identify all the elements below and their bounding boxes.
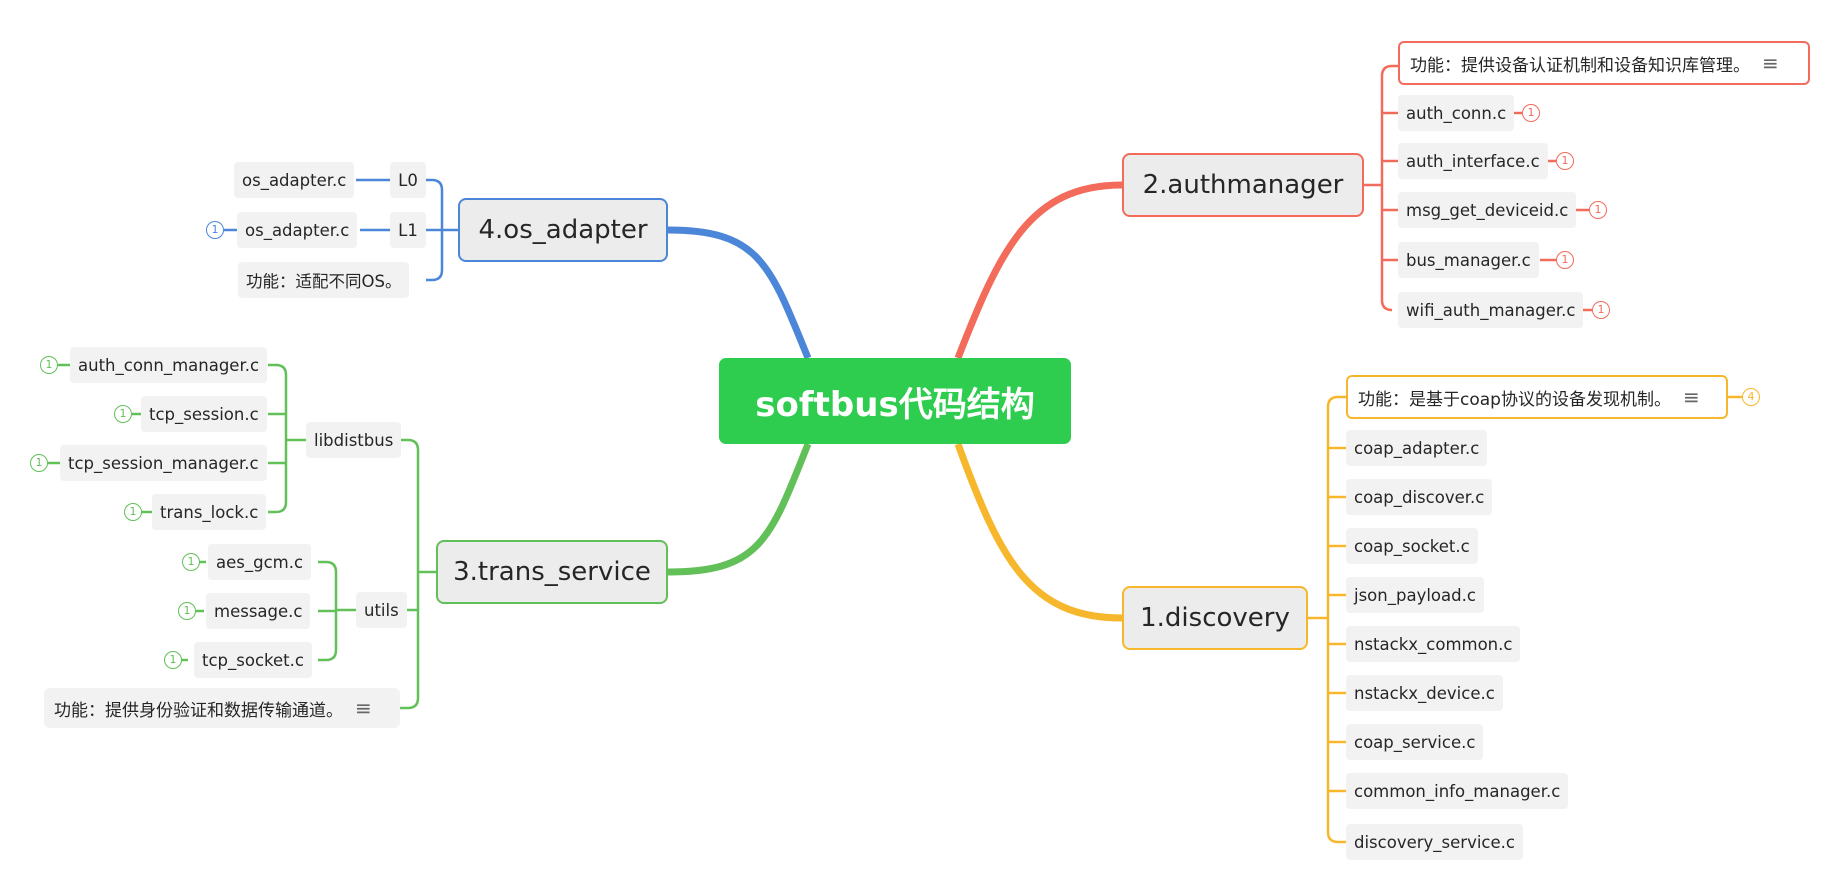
count-badge[interactable]: 1 (1556, 251, 1574, 269)
discovery-file[interactable]: nstackx_device.c (1346, 675, 1503, 711)
group-utils[interactable]: utils (356, 592, 407, 628)
branch-authmanager (954, 181, 1123, 360)
branch-discovery (954, 442, 1123, 622)
topic-trans-service[interactable]: 3.trans_service (436, 540, 668, 604)
note-menu-icon[interactable]: ≡ (355, 696, 372, 720)
os-adapter-file[interactable]: os_adapter.c (237, 212, 358, 248)
authmanager-file[interactable]: auth_interface.c (1398, 143, 1548, 179)
count-badge[interactable]: 1 (182, 553, 200, 571)
count-badge[interactable]: 1 (1556, 152, 1574, 170)
count-badge[interactable]: 1 (1592, 301, 1610, 319)
authmanager-file[interactable]: wifi_auth_manager.c (1398, 292, 1584, 328)
discovery-file[interactable]: coap_service.c (1346, 724, 1484, 760)
topic-os-adapter[interactable]: 4.os_adapter (458, 198, 668, 262)
topic-discovery[interactable]: 1.discovery (1122, 586, 1308, 650)
discovery-file[interactable]: nstackx_common.c (1346, 626, 1521, 662)
utils-file[interactable]: message.c (206, 593, 311, 629)
count-badge[interactable]: 1 (124, 503, 142, 521)
count-badge[interactable]: 4 (1742, 388, 1760, 406)
note-menu-icon[interactable]: ≡ (1762, 51, 1779, 75)
discovery-file[interactable]: coap_discover.c (1346, 479, 1493, 515)
os-adapter-file[interactable]: os_adapter.c (234, 162, 355, 198)
libdistbus-file[interactable]: tcp_session_manager.c (60, 445, 267, 481)
count-badge[interactable]: 1 (40, 356, 58, 374)
note-menu-icon[interactable]: ≡ (1682, 385, 1700, 409)
os-adapter-connectors (224, 178, 458, 282)
discovery-note[interactable]: 功能：是基于coap协议的设备发现机制。 ≡ (1346, 375, 1728, 419)
authmanager-file[interactable]: auth_conn.c (1398, 95, 1515, 131)
topic-authmanager[interactable]: 2.authmanager (1122, 153, 1364, 217)
group-libdistbus[interactable]: libdistbus (306, 422, 402, 458)
trans-service-note-text: 功能：提供身份验证和数据传输通道。 (54, 700, 343, 721)
count-badge[interactable]: 1 (178, 602, 196, 620)
libdistbus-file[interactable]: auth_conn_manager.c (70, 347, 268, 383)
os-level-label[interactable]: L1 (390, 212, 426, 248)
utils-file[interactable]: tcp_socket.c (194, 642, 312, 678)
trans-service-note[interactable]: 功能：提供身份验证和数据传输通道。 ≡ (44, 688, 400, 728)
authmanager-file[interactable]: bus_manager.c (1398, 242, 1539, 278)
discovery-file[interactable]: discovery_service.c (1346, 824, 1523, 860)
utils-file[interactable]: aes_gcm.c (208, 544, 312, 580)
discovery-connectors (1308, 395, 1742, 844)
authmanager-note[interactable]: 功能：提供设备认证机制和设备知识库管理。 ≡ (1398, 41, 1810, 85)
branch-os-adapter (667, 226, 812, 360)
discovery-file[interactable]: coap_adapter.c (1346, 430, 1488, 466)
root-topic[interactable]: softbus代码结构 (719, 358, 1071, 444)
authmanager-file[interactable]: msg_get_deviceid.c (1398, 192, 1577, 228)
os-level-label[interactable]: L0 (390, 162, 426, 198)
count-badge[interactable]: 1 (1522, 104, 1540, 122)
libdistbus-file[interactable]: tcp_session.c (141, 396, 267, 432)
count-badge[interactable]: 1 (30, 454, 48, 472)
discovery-file[interactable]: common_info_manager.c (1346, 773, 1569, 809)
discovery-file[interactable]: json_payload.c (1346, 577, 1484, 613)
discovery-note-text: 功能：是基于coap协议的设备发现机制。 (1358, 389, 1671, 410)
authmanager-note-text: 功能：提供设备认证机制和设备知识库管理。 (1410, 55, 1750, 76)
count-badge[interactable]: 1 (1589, 201, 1607, 219)
branch-trans-service (667, 442, 812, 576)
discovery-file[interactable]: coap_socket.c (1346, 528, 1478, 564)
count-badge[interactable]: 1 (206, 221, 224, 239)
os-adapter-note[interactable]: 功能：适配不同OS。 (238, 262, 410, 298)
libdistbus-file[interactable]: trans_lock.c (152, 494, 267, 530)
count-badge[interactable]: 1 (114, 405, 132, 423)
count-badge[interactable]: 1 (164, 651, 182, 669)
